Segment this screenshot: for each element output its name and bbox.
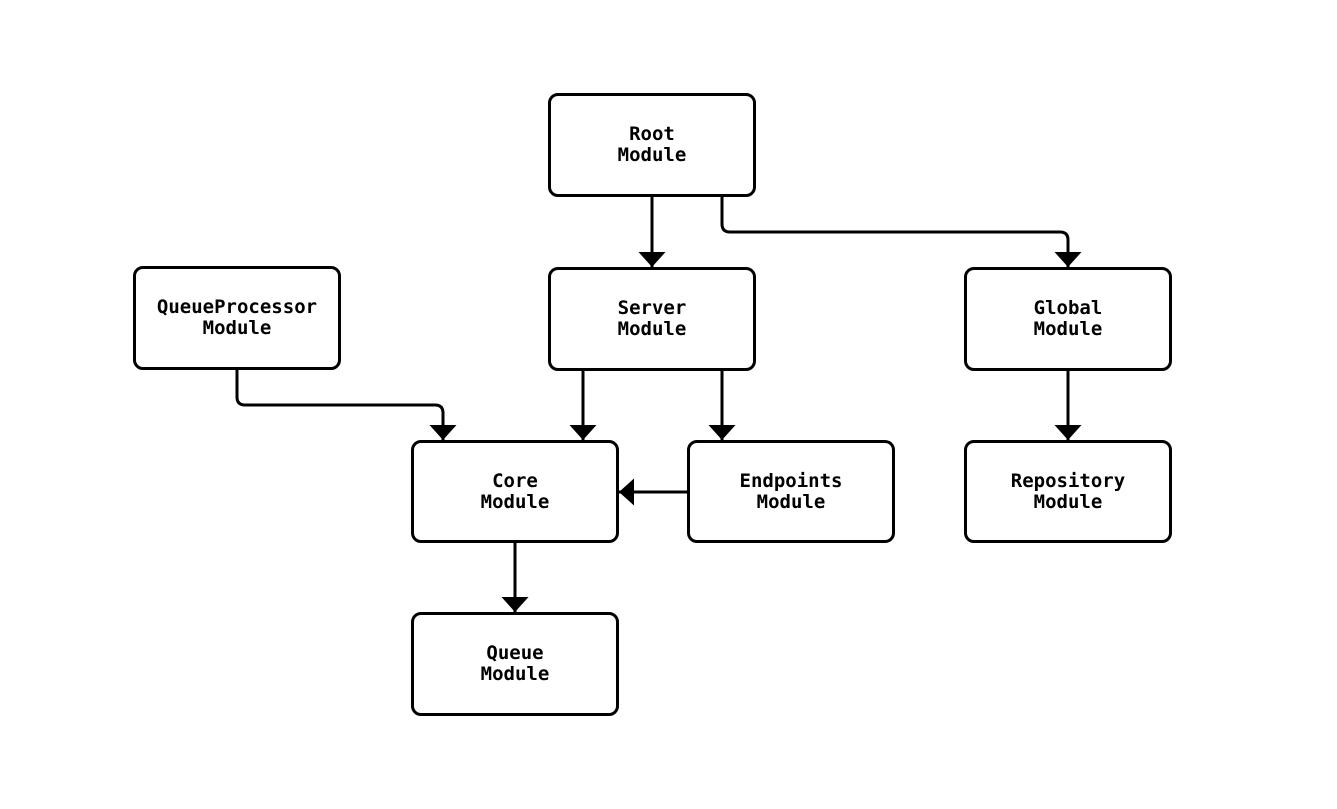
node-queue: Queue Module (411, 612, 619, 716)
node-core: Core Module (411, 440, 619, 543)
node-root: Root Module (548, 93, 756, 197)
edge-root-to-global (720, 197, 1082, 267)
edge-queueprocessor-to-core (235, 370, 457, 440)
node-label-global: Global Module (1033, 297, 1103, 340)
node-label-core: Core Module (480, 469, 550, 513)
node-queueprocessor: QueueProcessor Module (133, 266, 341, 370)
node-repository: Repository Module (964, 440, 1172, 543)
node-label-queue: Queue Module (480, 642, 550, 685)
node-global: Global Module (964, 267, 1172, 371)
node-label-root: Root Module (617, 123, 687, 166)
node-label-endpoints: Endpoints Module (739, 469, 843, 513)
node-label-server: Server Module (617, 297, 687, 340)
node-label-repository: Repository Module (1010, 469, 1126, 513)
node-label-queueprocessor: QueueProcessor Module (156, 296, 318, 339)
node-server: Server Module (548, 267, 756, 371)
node-endpoints: Endpoints Module (687, 440, 895, 543)
